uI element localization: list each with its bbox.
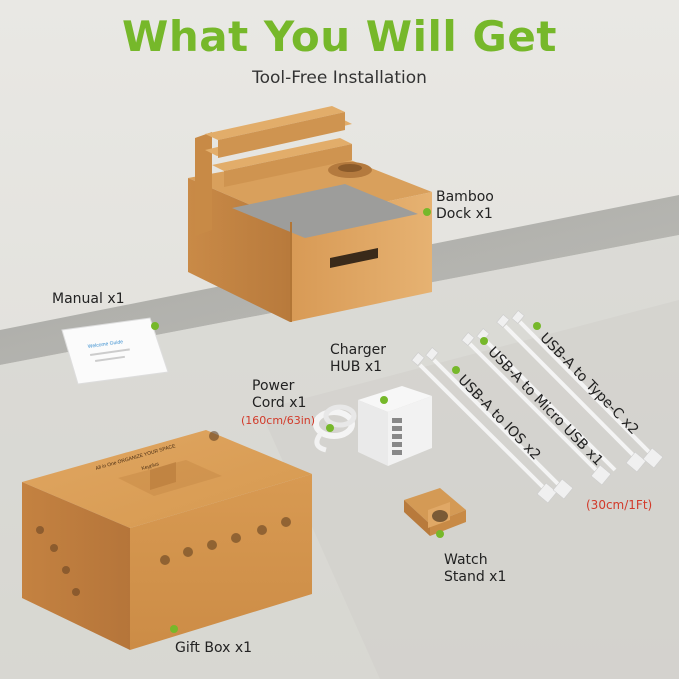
charger-label: Charger HUB x1 <box>330 342 386 376</box>
charger-hub <box>358 386 432 466</box>
power-cord-marker <box>326 424 334 432</box>
gift-box <box>22 430 312 650</box>
cable-length: (30cm/1Ft) <box>586 498 653 512</box>
charger-marker <box>380 396 388 404</box>
cable-typec-marker <box>533 322 541 330</box>
power-cord-label: Power Cord x1 <box>252 378 306 412</box>
dock-label: Bamboo Dock x1 <box>436 189 494 223</box>
usb-cables <box>418 320 657 494</box>
power-cord-line1: Power <box>252 378 295 394</box>
watch-stand-label: Watch Stand x1 <box>444 552 506 586</box>
giftbox-marker <box>170 625 178 633</box>
dock-label-line1: Bamboo <box>436 189 494 205</box>
watch-stand <box>404 488 466 536</box>
giftbox-label: Gift Box x1 <box>175 640 253 656</box>
power-cord-length: (160cm/63in) <box>241 414 316 427</box>
cable-ios-marker <box>452 366 460 374</box>
charger-label-line1: Charger <box>330 342 386 358</box>
page-subtitle: Tool-Free Installation <box>252 68 427 88</box>
usb-connectors <box>411 310 664 504</box>
cable-micro-marker <box>480 337 488 345</box>
manual-booklet: Welcome Guide <box>61 317 169 385</box>
manual-marker <box>151 322 159 330</box>
bamboo-dock <box>188 106 432 322</box>
watch-stand-line2: Stand x1 <box>444 569 507 585</box>
dock-marker <box>423 208 431 216</box>
giftbox-brand: Keyplus <box>141 461 160 472</box>
watch-stand-line1: Watch <box>444 552 488 568</box>
power-cord <box>313 404 357 453</box>
dock-label-line2: Dock x1 <box>436 206 493 222</box>
manual-cover-text: Welcome Guide <box>87 339 123 350</box>
watch-stand-marker <box>436 530 444 538</box>
power-cord-line2: Cord x1 <box>252 395 307 411</box>
manual-label: Manual x1 <box>52 291 125 307</box>
page-title: What You Will Get <box>122 12 557 61</box>
charger-label-line2: HUB x1 <box>330 359 383 375</box>
